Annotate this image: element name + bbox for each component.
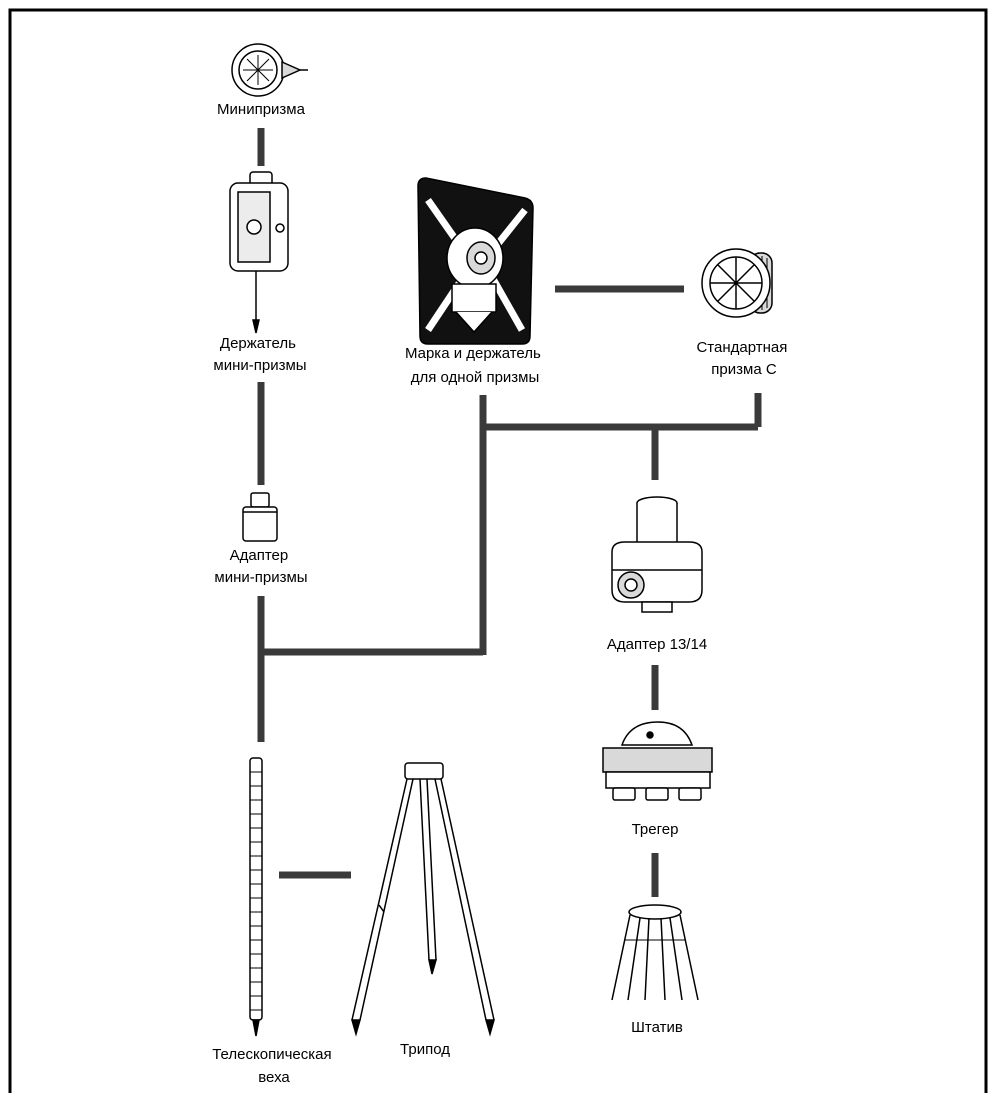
miniprism-icon [231, 43, 308, 97]
target-holder-icon [417, 177, 534, 345]
miniprism-adapter-icon [242, 492, 278, 542]
label-target-holder: Марка и держатель для одной призмы [405, 345, 545, 386]
tribrach-icon [602, 721, 713, 801]
adapter-1314-icon [611, 496, 703, 613]
telescopic-pole-icon [249, 757, 263, 1037]
connector-lines [257, 128, 762, 897]
standard-prism-icon [701, 248, 773, 318]
label-stand: Штатив [631, 1019, 683, 1036]
label-tribrach: Трегер [632, 821, 679, 838]
label-miniprism-adapter: Адаптер мини-призмы [214, 547, 307, 586]
label-standard-prism: Стандартная призма С [696, 339, 791, 378]
node-labels: Минипризма Держатель мини-призмы Марка и… [212, 101, 791, 1086]
label-miniprism: Минипризма [217, 101, 306, 118]
label-adapter-1314: Адаптер 13/14 [607, 636, 707, 653]
tripod-icon [351, 762, 495, 1037]
label-telescopic-pole: Телескопическая веха [212, 1046, 336, 1086]
label-tripod: Трипод [400, 1041, 450, 1058]
diagram-frame [8, 8, 988, 1093]
stand-icon [611, 904, 699, 1001]
miniprism-holder-icon [229, 171, 289, 334]
label-miniprism-holder: Держатель мини-призмы [213, 335, 306, 374]
